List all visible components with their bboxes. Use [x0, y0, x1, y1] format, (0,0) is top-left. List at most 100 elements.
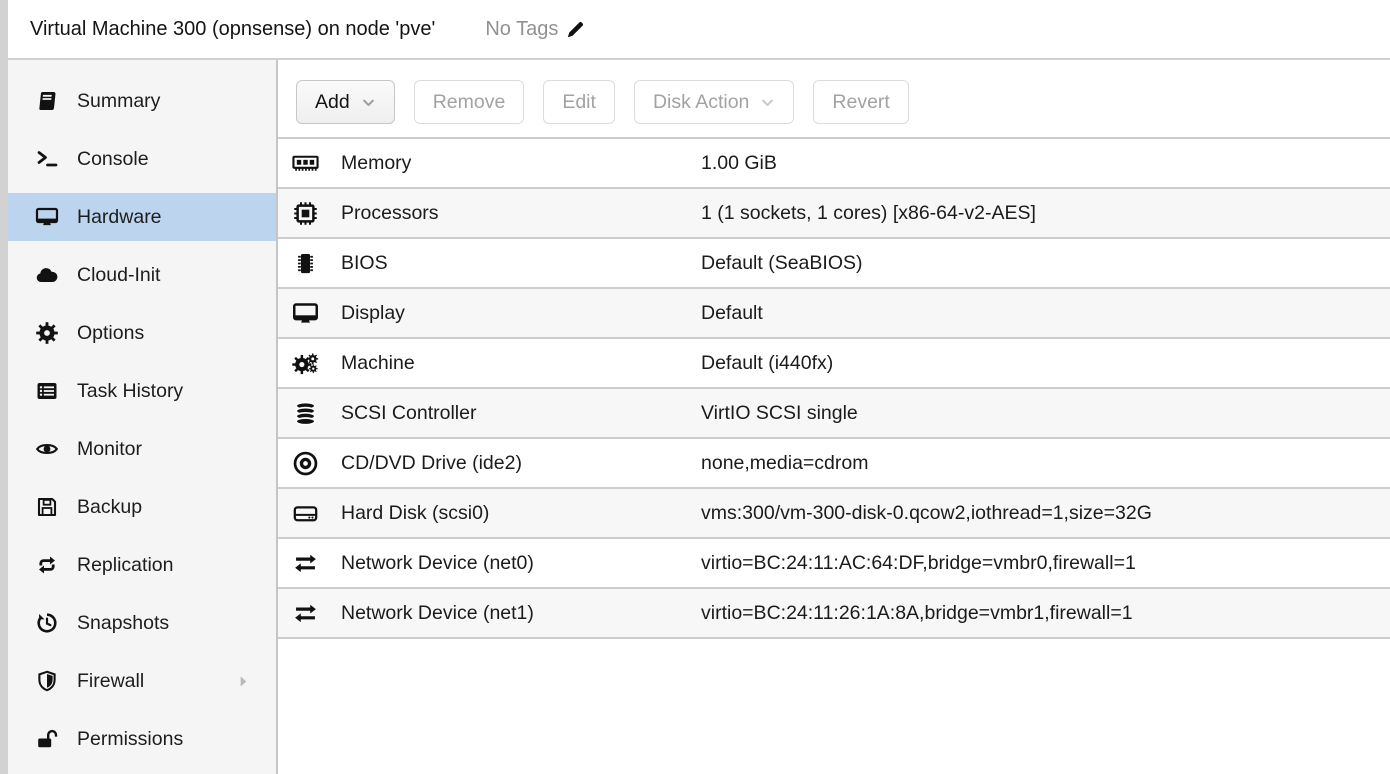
replication-arrows-icon — [34, 552, 60, 578]
chevron-down-icon — [361, 95, 376, 110]
display-icon — [290, 298, 320, 328]
hardware-row-processors[interactable]: Processors 1 (1 sockets, 1 cores) [x86-64… — [278, 189, 1390, 239]
hardware-row-network-device-net1[interactable]: Network Device (net1) virtio=BC:24:11:26:… — [278, 589, 1390, 639]
book-icon — [34, 88, 60, 114]
sidebar-item-label: Monitor — [77, 437, 143, 460]
sidebar-item-label: Backup — [77, 495, 143, 518]
content-panel: Add Remove Edit Disk Action Revert Memory 1.0… — [278, 60, 1390, 774]
vm-header: Virtual Machine 300 (opnsense) on node '… — [8, 0, 1390, 60]
sidebar-item-task-history[interactable]: Task History — [8, 362, 276, 420]
eye-icon — [34, 436, 60, 462]
cloud-icon — [34, 262, 60, 288]
window-edge-strip — [0, 0, 8, 774]
memory-icon — [290, 148, 320, 178]
button-label: Revert — [832, 90, 890, 113]
edit-button: Edit — [543, 80, 615, 124]
sidebar-item-cloud-init[interactable]: Cloud-Init — [8, 246, 276, 304]
exchange-icon — [290, 598, 320, 628]
device-label: Processors — [341, 201, 439, 224]
device-value: virtio=BC:24:11:26:1A:8A,bridge=vmbr1,fi… — [701, 601, 1133, 624]
hardware-row-bios[interactable]: BIOS Default (SeaBIOS) — [278, 239, 1390, 289]
hardware-row-display[interactable]: Display Default — [278, 289, 1390, 339]
exchange-icon — [290, 548, 320, 578]
cpu-icon — [290, 198, 320, 228]
hardware-row-hard-disk-scsi0[interactable]: Hard Disk (scsi0) vms:300/vm-300-disk-0.q… — [278, 489, 1390, 539]
device-label: Network Device (net0) — [341, 551, 534, 574]
remove-button: Remove — [413, 80, 525, 124]
device-label: Display — [341, 301, 405, 324]
sidebar-item-label: Summary — [77, 89, 161, 112]
device-value: Default (i440fx) — [701, 351, 834, 374]
tags-editor[interactable]: No Tags — [485, 18, 586, 41]
button-label: Disk Action — [652, 90, 750, 113]
sidebar-item-label: Cloud-Init — [77, 263, 161, 286]
shield-icon — [34, 668, 60, 694]
unlock-icon — [34, 726, 60, 752]
device-label: SCSI Controller — [341, 401, 477, 424]
device-label: CD/DVD Drive (ide2) — [341, 451, 522, 474]
device-label: BIOS — [341, 251, 388, 274]
device-value: 1.00 GiB — [701, 151, 777, 174]
device-value: Default (SeaBIOS) — [701, 251, 863, 274]
gear-icon — [34, 320, 60, 346]
device-value: Default — [701, 301, 763, 324]
sidebar-item-label: Snapshots — [77, 611, 170, 634]
sidebar-item-permissions[interactable]: Permissions — [8, 710, 276, 768]
terminal-icon — [34, 146, 60, 172]
sidebar-item-summary[interactable]: Summary — [8, 72, 276, 130]
sidebar-item-firewall[interactable]: Firewall — [8, 652, 276, 710]
sidebar-item-monitor[interactable]: Monitor — [8, 420, 276, 478]
device-label: Memory — [341, 151, 412, 174]
page-title: Virtual Machine 300 (opnsense) on node '… — [30, 17, 436, 40]
sidebar-item-console[interactable]: Console — [8, 130, 276, 188]
hardware-row-network-device-net0[interactable]: Network Device (net0) virtio=BC:24:11:AC:… — [278, 539, 1390, 589]
hardware-row-machine[interactable]: Machine Default (i440fx) — [278, 339, 1390, 389]
database-icon — [290, 398, 320, 428]
submenu-caret-icon — [235, 673, 252, 690]
sidebar-item-replication[interactable]: Replication — [8, 536, 276, 594]
monitor-icon — [34, 204, 60, 230]
gears-icon — [290, 348, 320, 378]
history-icon — [34, 610, 60, 636]
sidebar-item-label: Permissions — [77, 727, 184, 750]
sidebar-item-label: Firewall — [77, 669, 145, 692]
cdrom-icon — [290, 448, 320, 478]
floppy-icon — [34, 494, 60, 520]
button-label: Edit — [562, 90, 596, 113]
sidebar-item-label: Task History — [77, 379, 184, 402]
hardware-row-cd-dvd-drive-ide2[interactable]: CD/DVD Drive (ide2) none,media=cdrom — [278, 439, 1390, 489]
device-value: VirtIO SCSI single — [701, 401, 858, 424]
add-button[interactable]: Add — [296, 80, 395, 124]
sidebar-item-snapshots[interactable]: Snapshots — [8, 594, 276, 652]
sidebar-item-label: Replication — [77, 553, 174, 576]
sidebar-item-label: Hardware — [77, 205, 162, 228]
device-label: Machine — [341, 351, 415, 374]
sidebar-item-label: Options — [77, 321, 145, 344]
sidebar-item-hardware[interactable]: Hardware — [8, 188, 276, 246]
sidebar-item-label: Console — [77, 147, 149, 170]
button-label: Remove — [432, 90, 506, 113]
device-value: none,media=cdrom — [701, 451, 869, 474]
list-icon — [34, 378, 60, 404]
chevron-down-icon — [760, 95, 775, 110]
hardware-toolbar: Add Remove Edit Disk Action Revert — [278, 60, 1390, 137]
hardware-table: Memory 1.00 GiB Processors 1 (1 sockets, 1 … — [278, 137, 1390, 639]
device-value: 1 (1 sockets, 1 cores) [x86-64-v2-AES] — [701, 201, 1036, 224]
sidebar-item-options[interactable]: Options — [8, 304, 276, 362]
hardware-row-scsi-controller[interactable]: SCSI Controller VirtIO SCSI single — [278, 389, 1390, 439]
device-value: virtio=BC:24:11:AC:64:DF,bridge=vmbr0,fi… — [701, 551, 1136, 574]
device-value: vms:300/vm-300-disk-0.qcow2,iothread=1,s… — [701, 501, 1152, 524]
button-label: Add — [315, 90, 350, 113]
device-label: Network Device (net1) — [341, 601, 534, 624]
bios-chip-icon — [290, 248, 320, 278]
revert-button: Revert — [813, 80, 909, 124]
hdd-icon — [290, 498, 320, 528]
device-label: Hard Disk (scsi0) — [341, 501, 490, 524]
no-tags-label: No Tags — [485, 17, 559, 40]
sidebar-item-backup[interactable]: Backup — [8, 478, 276, 536]
disk-action-button: Disk Action — [633, 80, 795, 124]
pencil-icon[interactable] — [565, 19, 586, 40]
hardware-row-memory[interactable]: Memory 1.00 GiB — [278, 139, 1390, 189]
